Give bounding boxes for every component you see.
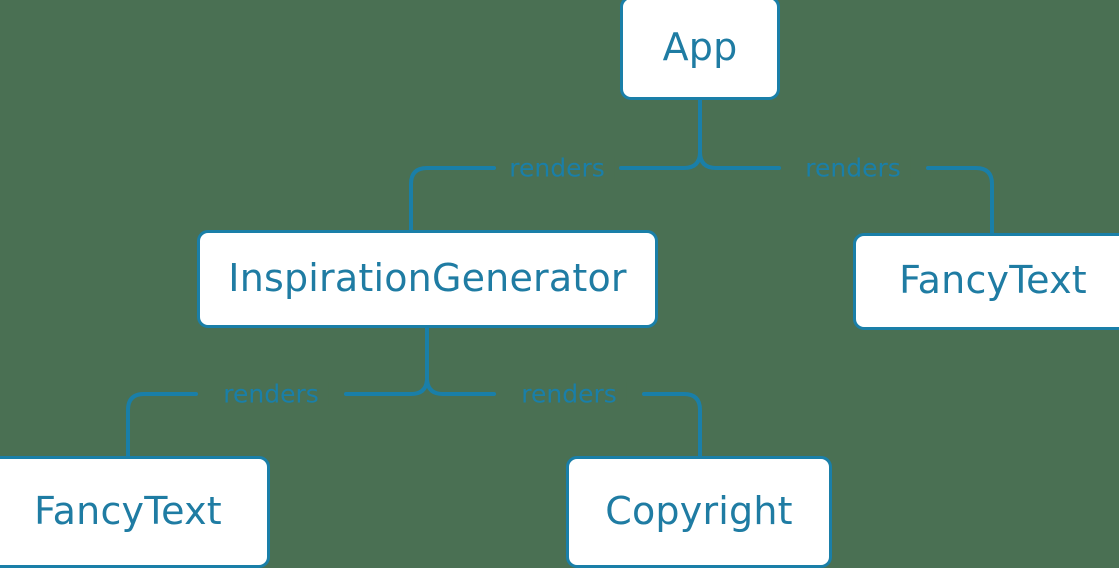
node-fancytext-right-label: FancyText: [899, 258, 1087, 302]
edge-label-app-to-inspiration: renders: [500, 155, 614, 181]
node-fancytext-left[interactable]: FancyText: [0, 456, 270, 568]
node-copyright-label: Copyright: [605, 488, 793, 533]
edge-app-stem-right: [698, 150, 718, 170]
edge-app-stem: [682, 98, 702, 170]
edge-label-inspiration-to-fancytext-left: renders: [214, 381, 328, 407]
edge-app-to-fancytext-right: [714, 166, 994, 235]
edge-label-inspiration-to-copyright: renders: [512, 381, 626, 407]
edge-inspiration-to-copyright: [441, 392, 702, 458]
node-fancytext-right[interactable]: FancyText: [853, 233, 1119, 330]
edge-inspiration-stem-right: [425, 376, 445, 396]
edge-inspiration-stem: [409, 326, 429, 396]
node-inspiration-generator[interactable]: InspirationGenerator: [197, 230, 658, 328]
edge-inspiration-to-fancytext-left: [126, 392, 413, 458]
node-app-label: App: [662, 24, 738, 69]
node-app[interactable]: App: [620, 0, 780, 100]
edge-label-app-to-fancytext-right: renders: [796, 155, 910, 181]
node-copyright[interactable]: Copyright: [566, 456, 832, 568]
edge-app-to-inspiration: [409, 166, 686, 232]
node-inspiration-generator-label: InspirationGenerator: [228, 255, 627, 300]
node-fancytext-left-label: FancyText: [34, 488, 222, 533]
